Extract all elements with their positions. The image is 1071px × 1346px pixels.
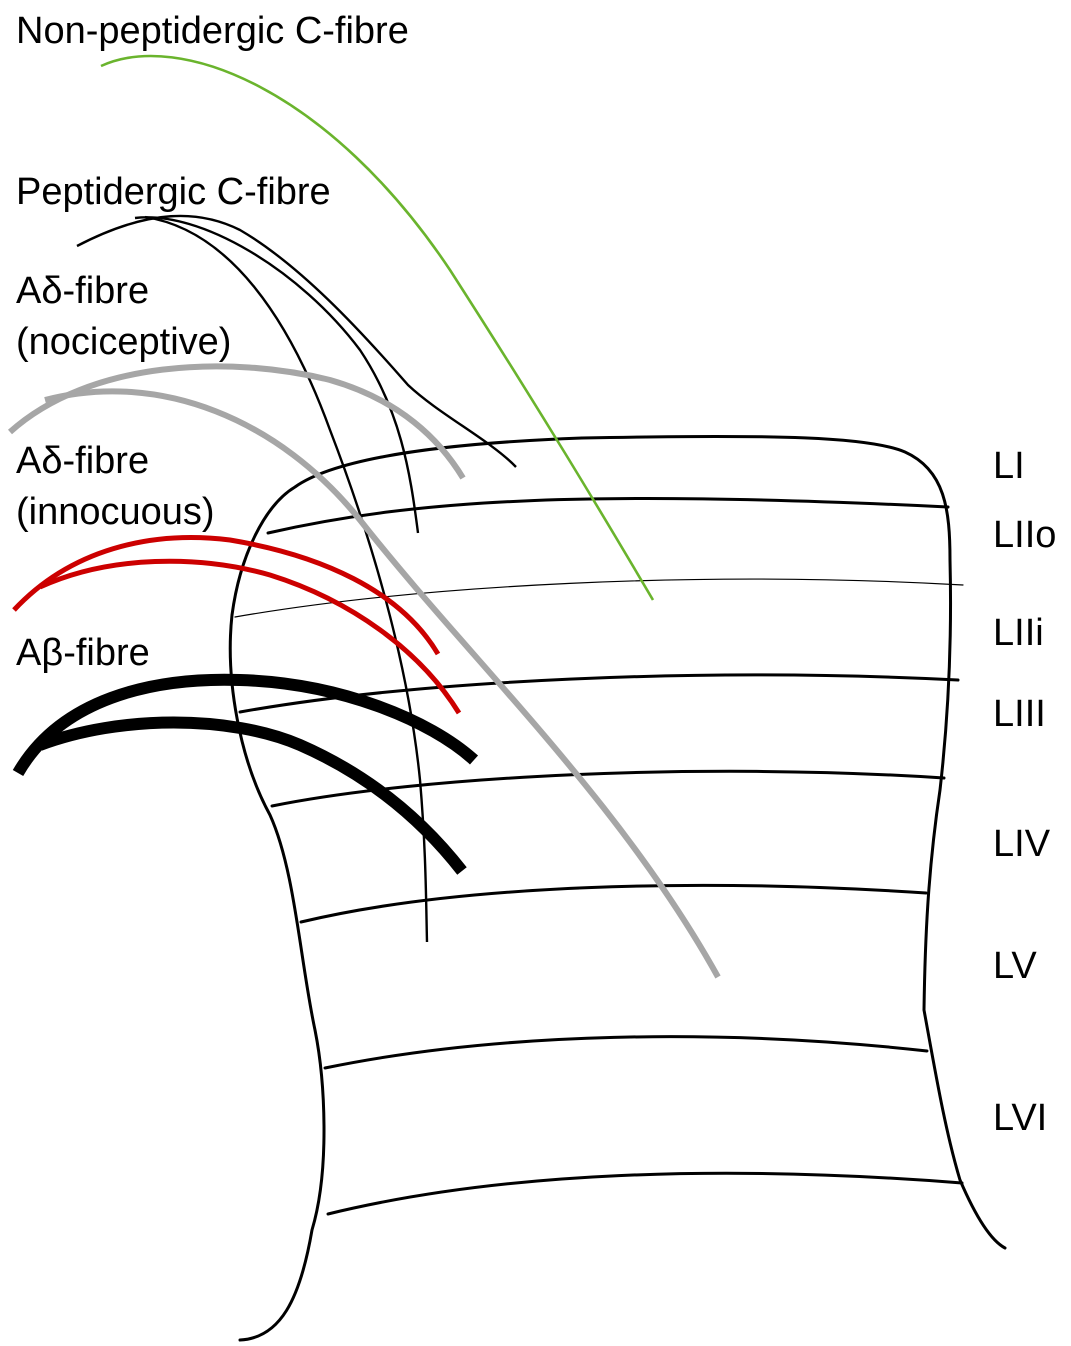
label-a-beta-fibre: Aβ-fibre bbox=[16, 632, 150, 674]
boundary-liv-lv bbox=[301, 885, 926, 922]
label-non-peptidergic-c-fibre: Non-peptidergic C-fibre bbox=[16, 10, 409, 52]
label-lamina-llii: LIIi bbox=[993, 612, 1044, 654]
boundary-lv-lvi bbox=[325, 1037, 927, 1068]
label-a-delta-innocuous-line2: (innocuous) bbox=[16, 491, 215, 533]
label-a-delta-nociceptive-line2: (nociceptive) bbox=[16, 321, 231, 363]
label-a-delta-innocuous-line1: Aδ-fibre bbox=[16, 440, 149, 482]
boundary-lvi-bottom bbox=[328, 1173, 962, 1214]
label-lamina-liii: LIII bbox=[993, 693, 1046, 735]
label-a-delta-nociceptive-line1: Aδ-fibre bbox=[16, 270, 149, 312]
boundary-llio-llii bbox=[235, 579, 963, 617]
label-lamina-lvi: LVI bbox=[993, 1097, 1047, 1139]
label-lamina-llio: LIIo bbox=[993, 514, 1056, 556]
label-lamina-li: LI bbox=[993, 445, 1025, 487]
label-lamina-lv: LV bbox=[993, 945, 1037, 987]
peptidergic-c-fibre-path-2 bbox=[135, 217, 418, 533]
label-peptidergic-c-fibre: Peptidergic C-fibre bbox=[16, 171, 331, 213]
a-beta-fibre-path-2 bbox=[40, 723, 462, 872]
dorsal-horn-outline-right bbox=[582, 436, 1005, 1248]
label-lamina-liv: LIV bbox=[993, 823, 1051, 865]
